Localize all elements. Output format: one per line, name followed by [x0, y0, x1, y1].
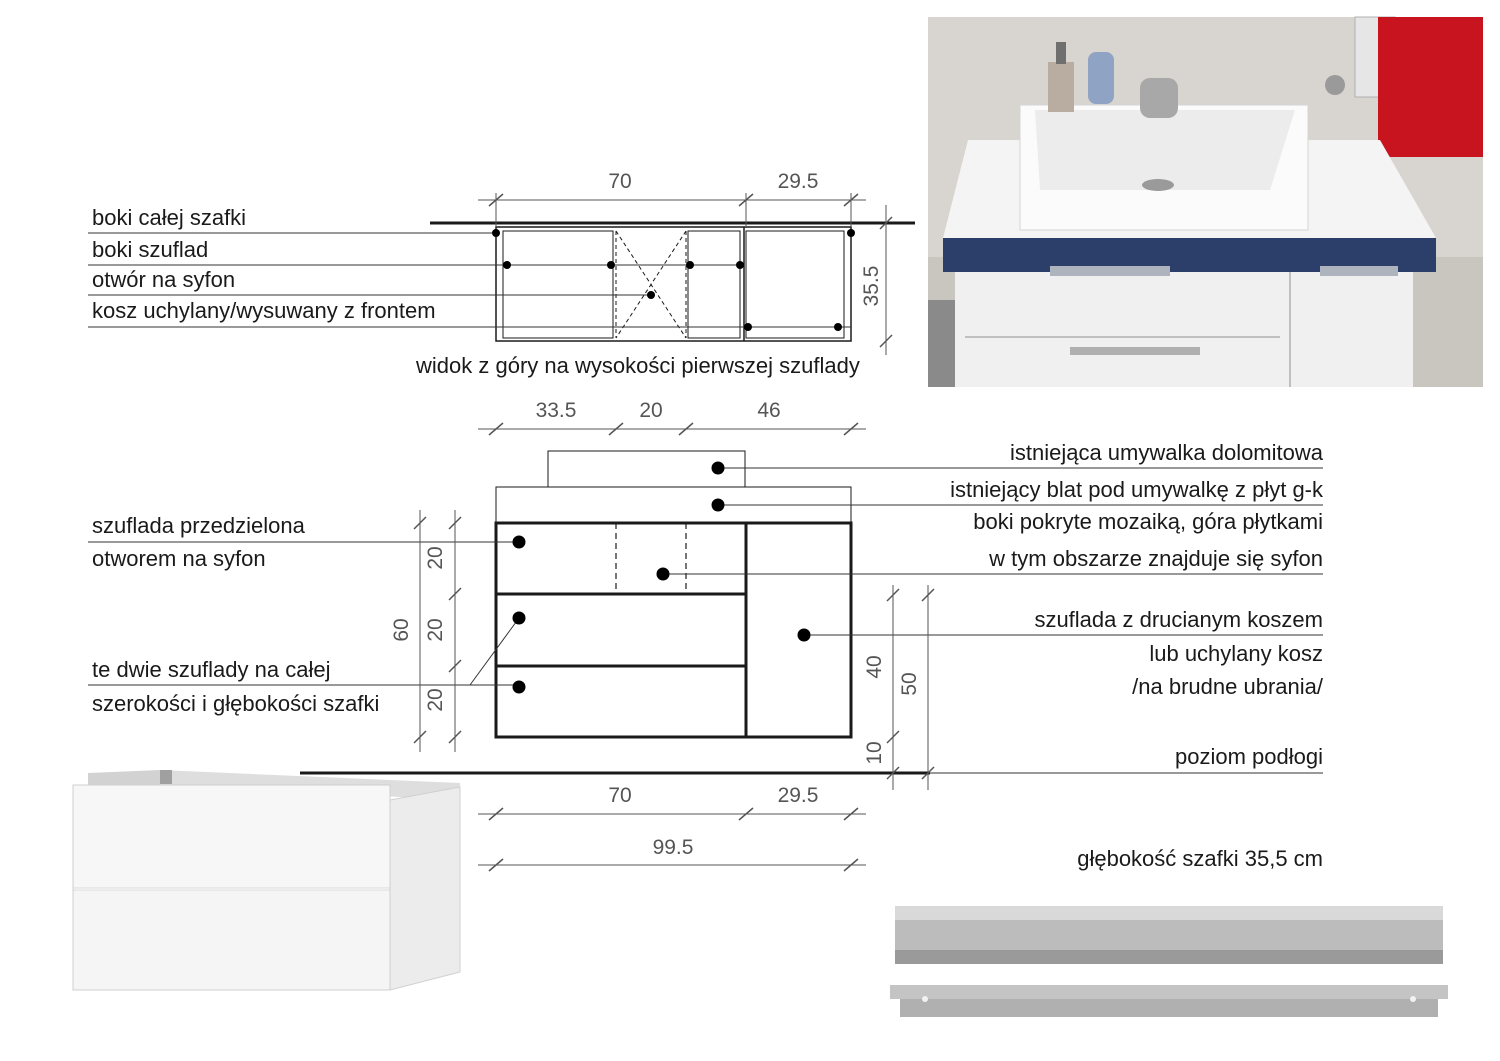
- top-dim-70: 70: [608, 170, 631, 193]
- dim-left-20-3: 20: [424, 688, 447, 711]
- handle-images: [890, 906, 1448, 1017]
- top-view: [88, 193, 915, 355]
- top-view-dots: [492, 229, 855, 331]
- label-wire-drawer-3: /na brudne ubrania/: [1132, 674, 1324, 699]
- legend-drawer-sides: boki szuflad: [92, 237, 208, 262]
- cabinet-render: [72, 770, 461, 991]
- top-view-drawer-right: [687, 230, 741, 339]
- top-view-caption: widok z góry na wysokości pierwszej szuf…: [415, 353, 860, 378]
- legend-cabinet-sides: boki całej szafki: [92, 205, 246, 230]
- front-view: [88, 422, 1323, 872]
- label-drawer-split-2: otworem na syfon: [92, 546, 266, 571]
- dim-bottom-99-5: 99.5: [653, 836, 694, 859]
- label-sink: istniejąca umywalka dolomitowa: [1010, 440, 1324, 465]
- dim-right-50: 50: [898, 672, 921, 695]
- front-view-dots: [512, 461, 811, 694]
- dim-right-40: 40: [863, 655, 886, 678]
- label-floor: poziom podłogi: [1175, 744, 1323, 769]
- top-view-basket: [745, 230, 845, 339]
- dim-20-top: 20: [639, 399, 662, 422]
- label-full-drawers-1: te dwie szuflady na całej: [92, 657, 330, 682]
- label-depth-note: głębokość szafki 35,5 cm: [1077, 846, 1323, 871]
- label-counter-finish: boki pokryte mozaiką, góra płytkami: [973, 509, 1323, 534]
- label-wire-drawer-2: lub uchylany kosz: [1149, 641, 1323, 666]
- label-wire-drawer-1: szuflada z drucianym koszem: [1034, 607, 1323, 632]
- label-siphon-area: w tym obszarze znajduje się syfon: [988, 546, 1323, 571]
- dim-bottom-70: 70: [608, 784, 631, 807]
- dim-bottom-29-5: 29.5: [778, 784, 819, 807]
- top-view-outline: [495, 226, 852, 342]
- dim-33-5: 33.5: [536, 399, 577, 422]
- bathroom-photo: [928, 16, 1483, 387]
- label-counter: istniejący blat pod umywalkę z płyt g-k: [950, 477, 1324, 502]
- dim-left-20-2: 20: [424, 618, 447, 641]
- top-dim-29-5: 29.5: [778, 170, 819, 193]
- top-view-drawer-left: [502, 230, 614, 339]
- dim-left-60: 60: [390, 618, 413, 641]
- label-drawer-split-1: szuflada przedzielona: [92, 513, 306, 538]
- label-full-drawers-2: szerokości i głębokości szafki: [92, 691, 379, 716]
- cabinet-outline: [494, 521, 853, 739]
- legend-siphon-opening: otwór na syfon: [92, 267, 235, 292]
- dim-right-10: 10: [863, 741, 886, 764]
- top-dim-depth: 35.5: [860, 266, 883, 307]
- dim-left-20-1: 20: [424, 546, 447, 569]
- legend-basket: kosz uchylany/wysuwany z frontem: [92, 298, 436, 323]
- dim-46: 46: [757, 399, 780, 422]
